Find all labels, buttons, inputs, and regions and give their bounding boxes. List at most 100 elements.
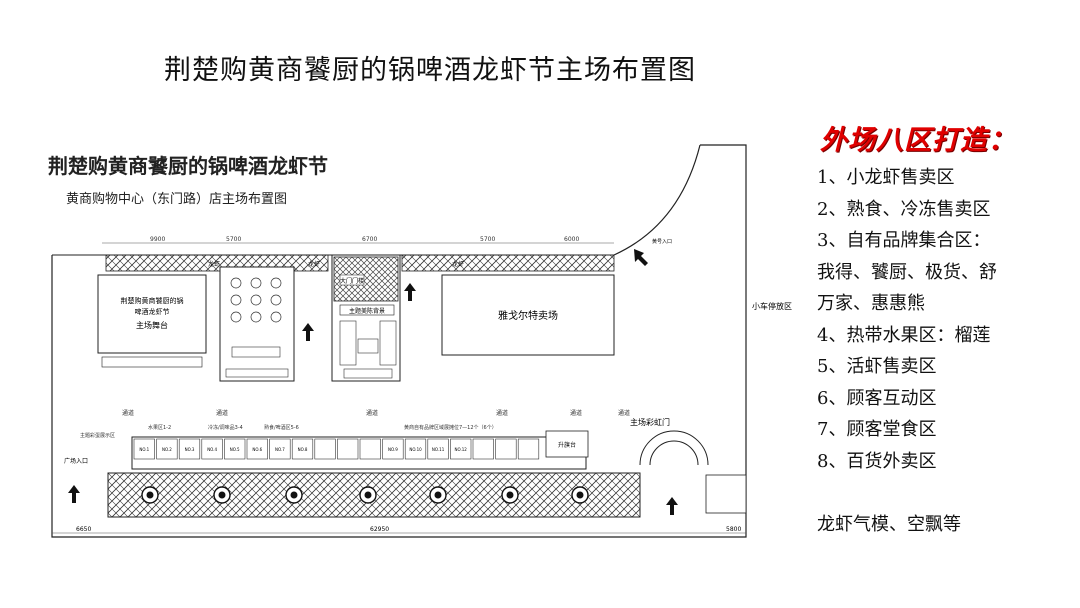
plant-icon-center <box>290 491 298 499</box>
dimension-line-top: 9900 5700 6700 5700 6000 <box>102 236 614 244</box>
store-label: 雅戈尔特卖场 <box>498 309 558 322</box>
plant-icon-center <box>434 491 442 499</box>
booth-label: NO.11 <box>432 447 445 452</box>
plant-icon-center <box>364 491 372 499</box>
booth-group-label: 水果区1-2 <box>148 424 171 431</box>
booth-label: NO.9 <box>388 447 398 452</box>
plant-icon-center <box>506 491 514 499</box>
booth <box>427 438 449 460</box>
booth-label: NO.5 <box>230 447 240 452</box>
booth <box>450 438 472 460</box>
store-block <box>441 274 615 356</box>
main-stage <box>97 274 207 354</box>
plan-subheading: 黄商购物中心（东门路）店主场布置图 <box>66 191 287 207</box>
zone-label: 龙虾 <box>308 260 320 268</box>
site-boundary <box>51 144 747 538</box>
stage-line: 啤酒龙虾节 <box>135 307 170 316</box>
dim-label: 62950 <box>370 526 389 533</box>
dim-label: 9900 <box>150 236 165 243</box>
legend-item: 7、顾客堂食区 <box>817 419 937 440</box>
legend-item: 8、百货外卖区 <box>817 450 937 472</box>
legend-item: 我得、饕厨、极货、舒 <box>817 261 997 283</box>
booth <box>178 438 201 460</box>
booth-label: NO.6 <box>252 447 262 452</box>
booth-label: NO.3 <box>185 447 195 452</box>
legend-item: 3、自有品牌集合区： <box>817 230 991 251</box>
arch-label: 主场彩虹门 <box>630 417 670 427</box>
corridor-label: 通道 <box>618 409 630 417</box>
booth <box>224 438 246 460</box>
rainbow-arch <box>639 430 709 466</box>
booth <box>359 438 381 460</box>
stage-line: 主场舞台 <box>136 320 168 330</box>
plant-icon-center <box>218 491 226 499</box>
dim-label: 5700 <box>226 236 241 243</box>
arrow-icon <box>68 485 80 503</box>
booth <box>201 438 223 460</box>
booth <box>337 438 359 460</box>
legend-item: 5、活虾售卖区 <box>817 356 937 377</box>
corridor-label: 通道 <box>216 409 228 417</box>
arrow-icon <box>302 323 314 341</box>
booth-label: NO.4 <box>207 447 217 452</box>
dim-label: 6650 <box>76 526 91 533</box>
booth-label: NO.12 <box>455 447 468 452</box>
legend-item: 万家、惠惠熊 <box>817 293 925 314</box>
plant-icon-center <box>146 491 154 499</box>
big-door-label: 大门门楼 <box>340 277 364 285</box>
zone-label: 龙虾 <box>452 260 464 268</box>
zone-label: 龙虾 <box>208 260 220 268</box>
corridor-label: 通道 <box>496 409 508 417</box>
dim-label: 6000 <box>564 236 579 243</box>
corridor-label: 通道 <box>122 409 134 417</box>
booth <box>246 438 268 460</box>
stage-front-seats <box>101 356 203 368</box>
booth <box>133 438 155 460</box>
page-title: 荆楚购黄商饕厨的锅啤酒龙虾节主场布置图 <box>164 55 696 86</box>
booth-group-label: 主题彩蛋展示区 <box>80 432 115 439</box>
dim-label: 6700 <box>362 236 377 243</box>
corridor-label: 通道 <box>366 409 378 417</box>
arrow-icon <box>666 497 678 515</box>
floor-plan: 荆楚购黄商饕厨的锅啤酒龙虾节 黄商购物中心（东门路）店主场布置图 9900 57… <box>48 144 792 538</box>
booth-label: NO.7 <box>275 447 285 452</box>
booth-label: NO.10 <box>409 447 422 452</box>
legend-item: 6、顾客互动区 <box>817 387 937 409</box>
dim-label: 5800 <box>726 526 741 533</box>
booth-group-label: 冷冻/调味品3-4 <box>208 424 243 431</box>
decorations <box>141 486 589 504</box>
booth <box>382 438 404 460</box>
legend-item: 4、热带水果区：榴莲 <box>817 324 991 346</box>
booth-label: NO.2 <box>162 447 172 452</box>
corridor-label: 通道 <box>570 409 582 417</box>
booth <box>404 438 427 460</box>
plan-heading: 荆楚购黄商饕厨的锅啤酒龙虾节 <box>48 154 328 178</box>
raised-platform <box>545 430 589 458</box>
booth <box>291 438 314 460</box>
booth <box>472 438 494 460</box>
booth-group-label: 黄商自有品牌区域展摊位7—12个（6个） <box>404 424 497 431</box>
booth <box>495 438 517 460</box>
raised-platform-label: 升旗台 <box>558 441 576 449</box>
entrance-label: 黄号入口 <box>652 238 672 245</box>
dining-tables <box>230 277 282 323</box>
arrow-icon <box>634 249 648 266</box>
booth <box>156 438 178 460</box>
booth-group-label: 熟食/啤酒区5-6 <box>264 424 299 431</box>
legend-extra: 龙虾气模、空飘等 <box>817 514 961 535</box>
booth <box>517 438 540 460</box>
booth <box>269 438 291 460</box>
parking-label: 小车停放区 <box>752 301 792 311</box>
legend-list: 1、小龙虾售卖区 2、熟食、冷冻售卖区 3、自有品牌集合区： 我得、饕厨、极货、… <box>817 162 1072 477</box>
curved-wall <box>613 144 701 256</box>
legend-item: 2、熟食、冷冻售卖区 <box>817 198 991 220</box>
booth-label: NO.8 <box>298 447 308 452</box>
theme-backdrop-label: 主题美陈背景 <box>349 307 385 315</box>
entrance-label: 广场入口 <box>64 457 88 465</box>
arrow-icon <box>404 283 416 301</box>
stage-line: 荆楚购黄商饕厨的锅 <box>121 296 184 305</box>
arrows <box>68 249 678 515</box>
plant-icon-center <box>576 491 584 499</box>
booth <box>314 438 336 460</box>
